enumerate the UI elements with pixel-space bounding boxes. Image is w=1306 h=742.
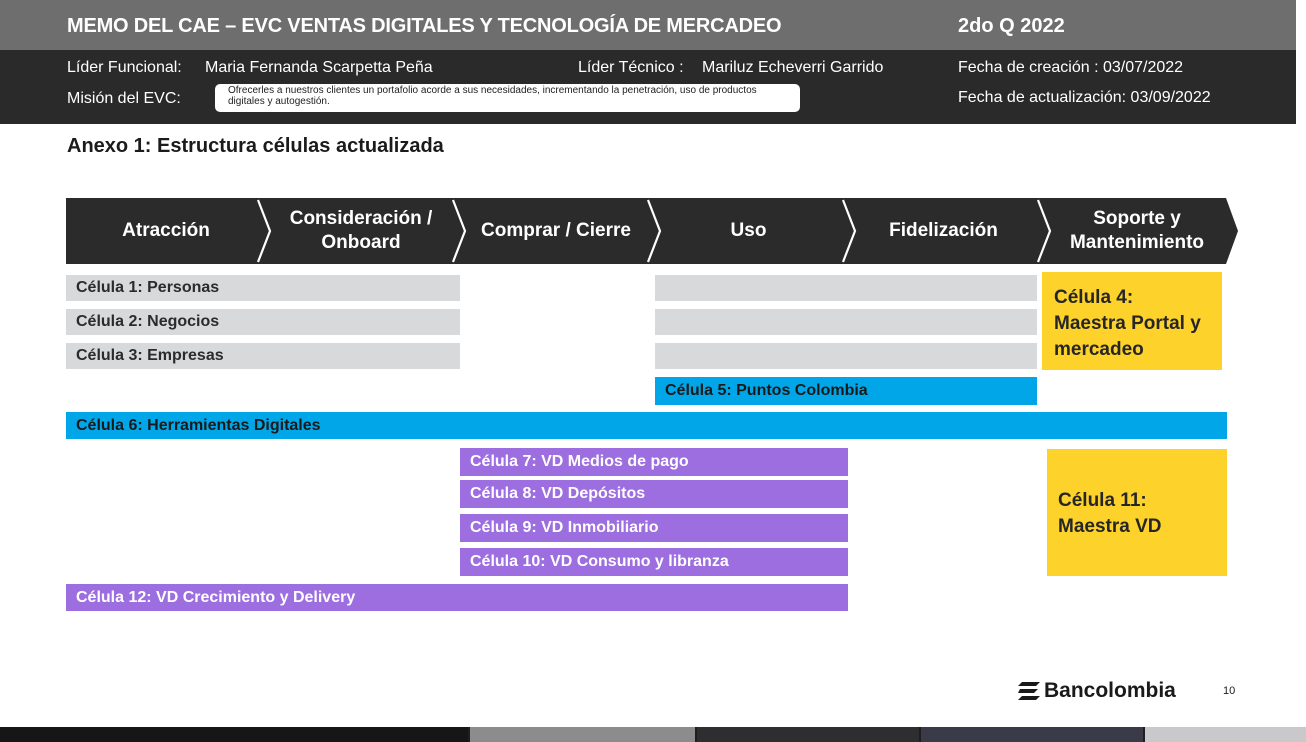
cell-3-empresas: Célula 3: Empresas (66, 343, 460, 369)
brand-name: Bancolombia (1044, 679, 1176, 702)
functional-lead-name: Maria Fernanda Scarpetta Peña (205, 59, 433, 76)
memo-title: MEMO DEL CAE – EVC VENTAS DIGITALES Y TE… (67, 15, 782, 37)
presentation-slide: MEMO DEL CAE – EVC VENTAS DIGITALES Y TE… (0, 0, 1306, 727)
cell-7-medios-de-pago: Célula 7: VD Medios de pago (460, 448, 848, 476)
technical-lead-name: Mariluz Echeverri Garrido (702, 59, 884, 76)
phase-uso: Uso (730, 220, 767, 241)
video-tile-3[interactable] (697, 727, 919, 742)
cell-9-inmobiliario: Célula 9: VD Inmobiliario (460, 514, 848, 542)
cell-1-personas: Célula 1: Personas (66, 275, 460, 301)
phase-fidelizacion: Fidelización (889, 220, 998, 241)
page-number: 10 (1223, 685, 1236, 697)
phase-comprar-cierre: Comprar / Cierre (481, 220, 631, 241)
technical-lead-label: Líder Técnico : (578, 59, 684, 76)
video-tile-4[interactable] (921, 727, 1143, 742)
creation-date: Fecha de creación : 03/07/2022 (958, 59, 1184, 76)
phase-band: Atracción Consideración / Onboard Compra… (66, 198, 1238, 264)
functional-lead-label: Líder Funcional: (67, 59, 182, 76)
mission-label: Misión del EVC: (67, 90, 181, 107)
video-tile-5[interactable] (1145, 727, 1306, 742)
quarter-label: 2do Q 2022 (958, 15, 1065, 37)
cell-11-maestra-vd: Célula 11: Maestra VD (1047, 449, 1227, 576)
cell-4-maestra-portal: Célula 4: Maestra Portal y mercadeo (1042, 272, 1222, 370)
update-date: Fecha de actualización: 03/09/2022 (958, 89, 1211, 106)
video-tile-1[interactable] (0, 727, 468, 742)
cell-1-personas-continuation (655, 275, 1037, 301)
video-thumbnail-strip (0, 727, 1306, 742)
video-tile-2[interactable] (470, 727, 695, 742)
title-bar: MEMO DEL CAE – EVC VENTAS DIGITALES Y TE… (0, 0, 1296, 50)
cell-5-puntos-colombia: Célula 5: Puntos Colombia (655, 377, 1037, 405)
cell-6-herramientas-digitales: Célula 6: Herramientas Digitales (66, 412, 1227, 439)
cell-2-negocios: Célula 2: Negocios (66, 309, 460, 335)
info-bar: Líder Funcional: Maria Fernanda Scarpett… (0, 50, 1296, 124)
cell-2-negocios-continuation (655, 309, 1037, 335)
cell-3-empresas-continuation (655, 343, 1037, 369)
mission-text-box: Ofrecerles a nuestros clientes un portaf… (215, 84, 800, 112)
bancolombia-logo: Bancolombia (1018, 679, 1176, 703)
phase-band-background (66, 198, 1238, 264)
cell-8-depositos: Célula 8: VD Depósitos (460, 480, 848, 508)
phase-soporte-mantenimiento: Soporte y Mantenimiento (1069, 208, 1205, 253)
phase-atraccion: Atracción (122, 220, 210, 241)
annex-title: Anexo 1: Estructura células actualizada (67, 135, 444, 157)
bancolombia-logo-icon (1018, 682, 1040, 700)
cell-12-crecimiento-delivery: Célula 12: VD Crecimiento y Delivery (66, 584, 848, 611)
cell-10-consumo-libranza: Célula 10: VD Consumo y libranza (460, 548, 848, 576)
phase-consideracion-onboard: Consideración / Onboard (289, 208, 433, 253)
